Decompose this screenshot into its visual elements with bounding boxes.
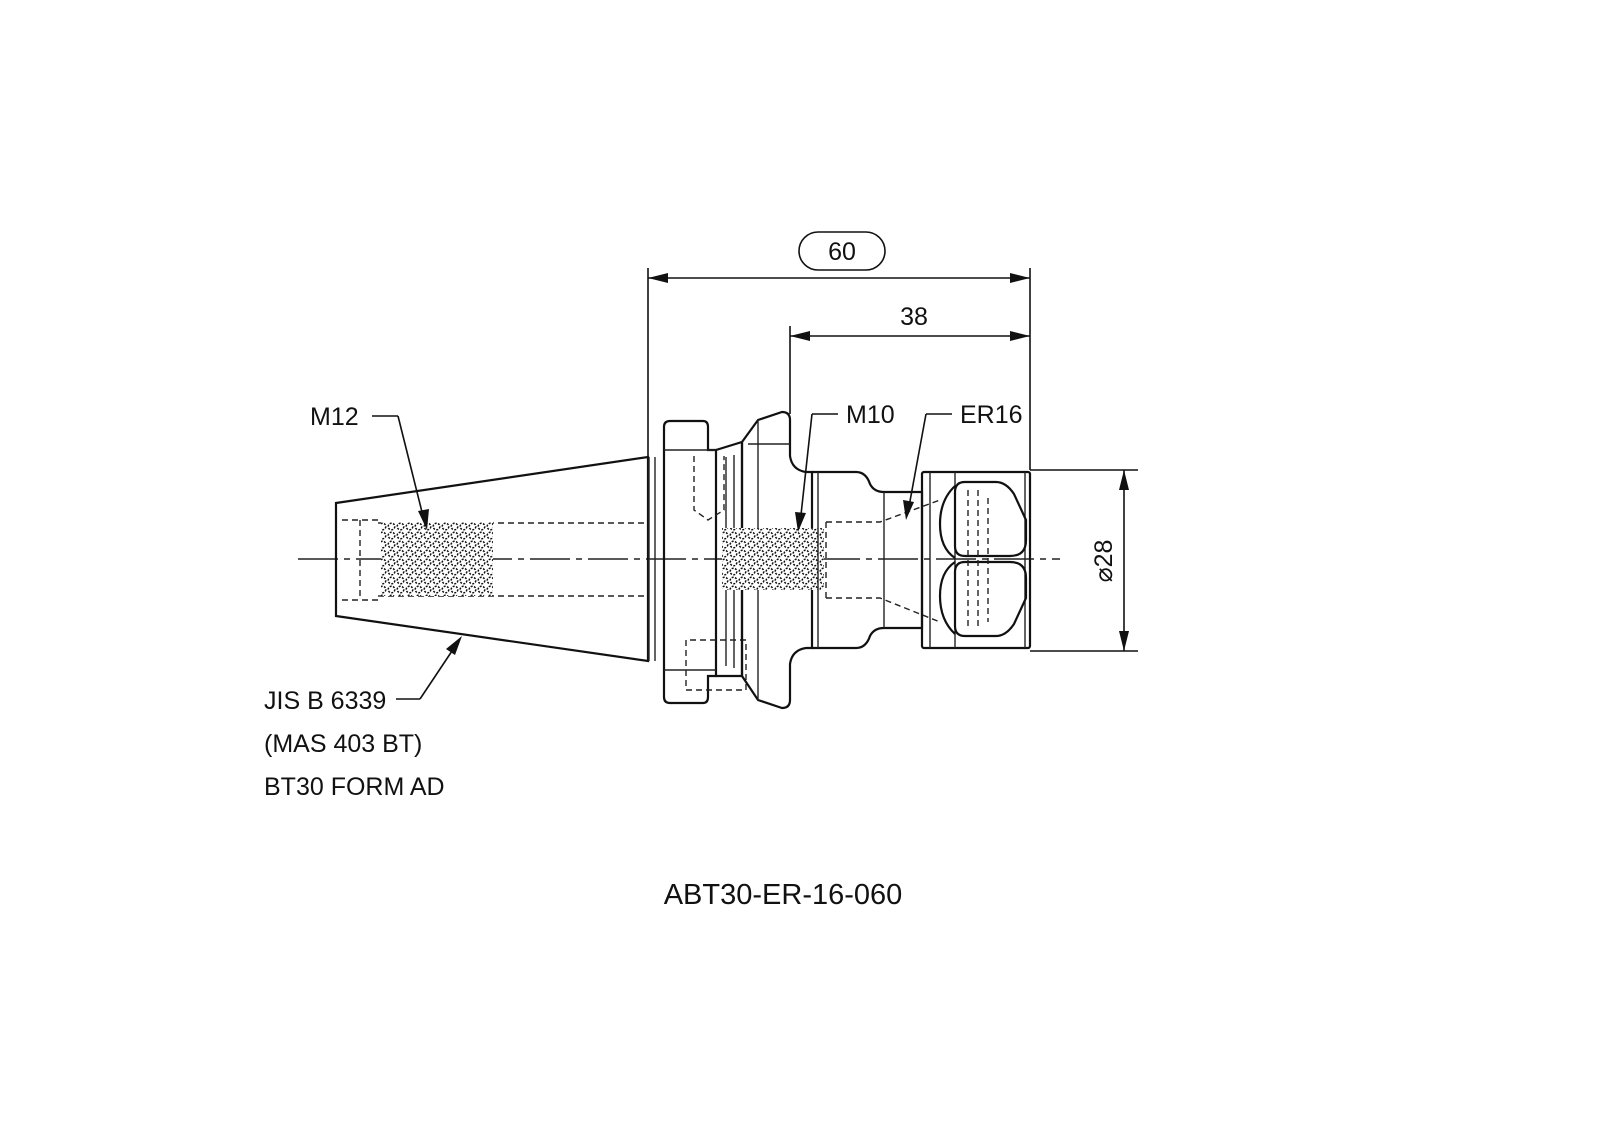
dim-60-text: 60 [828,238,856,266]
body-neck [812,470,941,650]
callout-standard: JIS B 6339 (MAS 403 BT) BT30 FORM AD [264,636,462,801]
dimension-gauge-length: 38 [789,303,1030,414]
dim-28-text: ⌀28 [1090,540,1118,583]
callout-m12: M12 [310,403,429,530]
callout-m10: M10 [795,401,895,532]
standard-line-3: BT30 FORM AD [264,773,445,801]
collet-nut [920,470,1032,650]
callout-m10-text: M10 [846,401,895,429]
standard-line-1: JIS B 6339 [264,687,386,715]
m12-thread [381,522,493,596]
part-number: ABT30-ER-16-060 [664,879,903,911]
dim-38-text: 38 [900,303,928,331]
dimension-nut-diameter: ⌀28 [1030,469,1138,652]
callout-er16-text: ER16 [960,401,1023,429]
callout-er16: ER16 [903,401,1023,520]
callout-m12-text: M12 [310,403,359,431]
m10-thread [722,528,824,590]
dimension-overall-length: 60 [647,231,1031,470]
standard-line-2: (MAS 403 BT) [264,730,422,758]
